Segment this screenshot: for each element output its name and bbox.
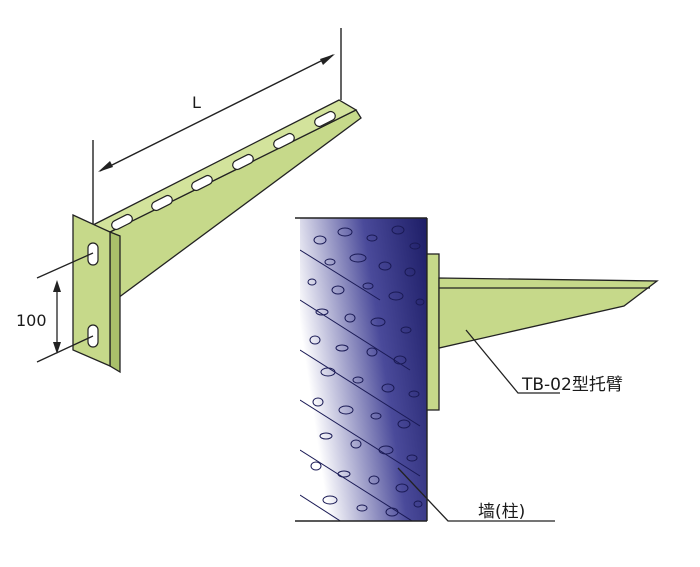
length-dimension-label: L [192,93,201,112]
bracket-slots [111,110,336,231]
slot [314,110,336,128]
spacing-extension-line-upper [36,252,94,279]
bracket-mounting-plate-side [109,231,121,374]
bracket-mounting-plate [72,213,111,367]
bracket-callout: TB-02型托臂 [465,329,623,395]
slot [232,153,254,171]
wall-hatch-lines [300,249,421,521]
slot [273,132,295,150]
length-dimension-arrow [98,54,335,172]
wall-column-body [300,218,427,521]
spacing-dimension-label: 100 [16,311,47,330]
slot [191,174,213,192]
bracket-isometric: L 100 [16,28,362,374]
mounting-hole-upper [87,242,99,266]
spacing-dimension-arrow [53,280,61,354]
bracket-side-plate [426,253,440,411]
wall-callout: 墙(柱) [397,467,555,522]
wall-section [295,217,428,522]
bracket-callout-label: TB-02型托臂 [521,375,623,395]
bracket-side-view [426,253,659,411]
slot [151,194,173,212]
bracket-callout-leader [465,329,560,394]
spacing-extension-line-lower [36,335,94,363]
wall-callout-label: 墙(柱) [478,502,525,522]
slot [111,213,133,231]
bracket-side-arm [438,277,659,349]
wall-callout-leader [397,467,555,522]
